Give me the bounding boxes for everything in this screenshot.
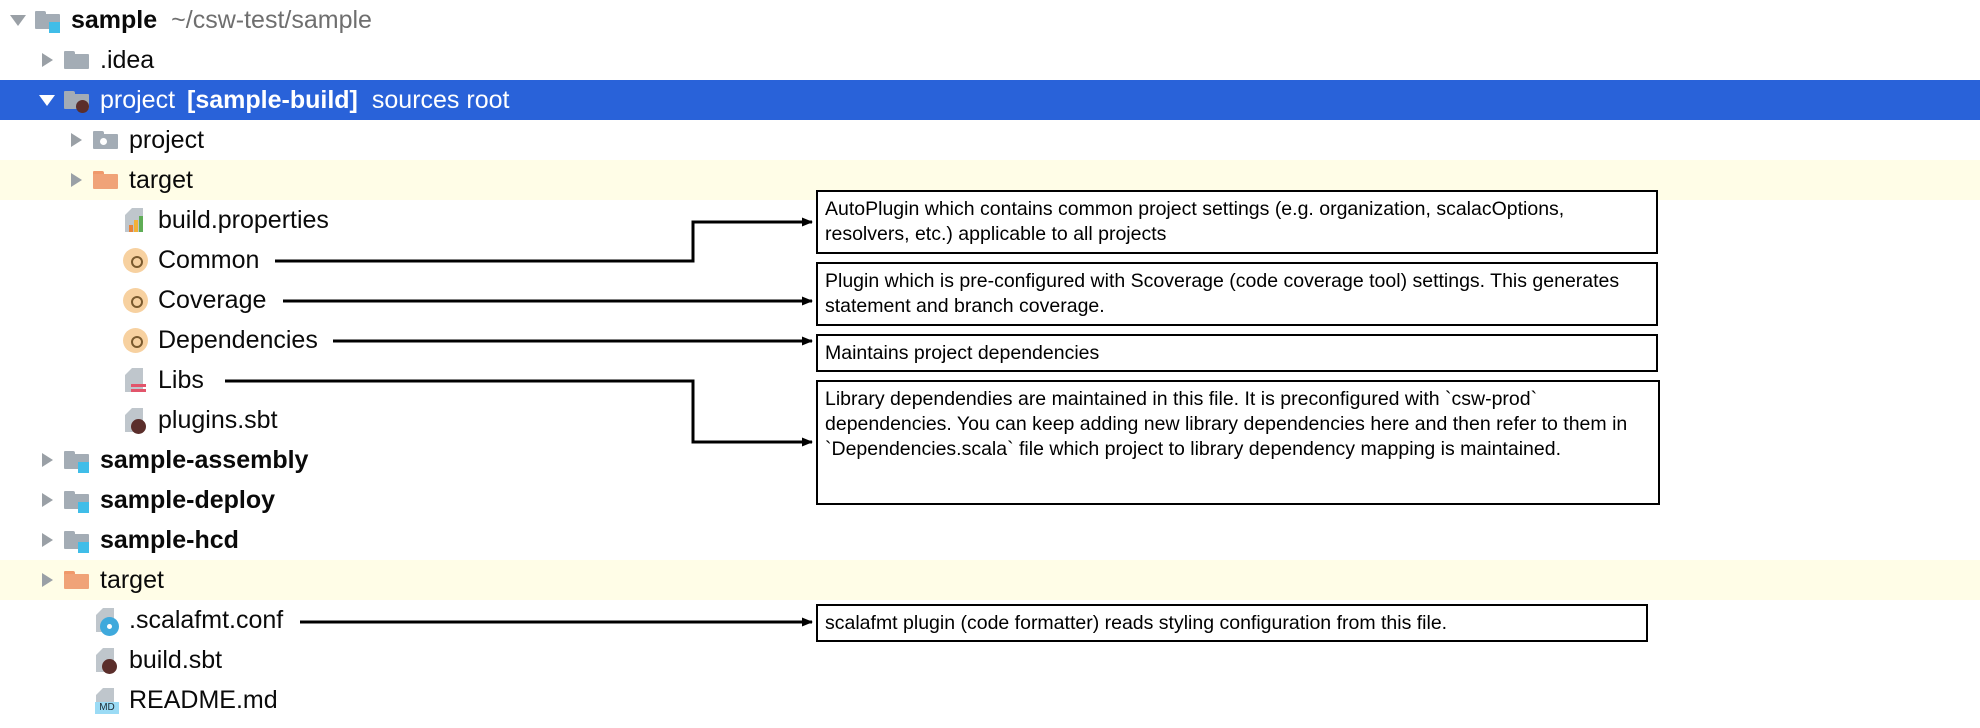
tree-row-sample-assembly[interactable]: sample-assembly — [0, 440, 1980, 480]
folder-module-icon — [63, 445, 93, 475]
tree-arrow-placeholder — [95, 320, 121, 360]
tree-arrow-placeholder — [66, 680, 92, 720]
folder-excluded-icon — [63, 565, 93, 595]
tree-row-sample-hcd[interactable]: sample-hcd — [0, 520, 1980, 560]
scala-object-icon — [121, 325, 151, 355]
tree-arrow-placeholder — [95, 200, 121, 240]
scala-object-icon — [121, 245, 151, 275]
annotation-box-libs: Library dependendies are maintained in t… — [816, 380, 1660, 505]
sources-root-label: sources root — [371, 85, 510, 114]
tree-arrow-placeholder — [95, 400, 121, 440]
folder-module-icon — [63, 485, 93, 515]
folder-icon — [63, 45, 93, 75]
tree-row-common[interactable]: Common — [0, 240, 1980, 280]
chevron-right-icon[interactable] — [37, 560, 63, 600]
sbt-file-icon — [92, 645, 122, 675]
folder-module-icon — [34, 5, 64, 35]
tree-arrow-placeholder — [95, 280, 121, 320]
chevron-right-icon[interactable] — [37, 480, 63, 520]
chevron-down-icon[interactable] — [8, 0, 34, 40]
tree-row-project-project[interactable]: project — [0, 120, 1980, 160]
scala-libs-file-icon — [121, 365, 151, 395]
tree-row-root-target[interactable]: target — [0, 560, 1980, 600]
tree-row-label: build.sbt — [129, 645, 223, 674]
tree-arrow-placeholder — [95, 360, 121, 400]
folder-sbt-icon — [63, 85, 93, 115]
folder-module-icon — [63, 525, 93, 555]
tree-row-label: sample-hcd — [100, 525, 239, 554]
annotation-box-dependencies: Maintains project dependencies — [816, 334, 1658, 372]
annotation-box-common: AutoPlugin which contains common project… — [816, 190, 1658, 254]
tree-row-label: target — [100, 565, 164, 594]
tree-row-label: sample-deploy — [100, 485, 276, 514]
tree-row-libs[interactable]: Libs — [0, 360, 1980, 400]
chevron-right-icon[interactable] — [66, 120, 92, 160]
tree-row-label: README.md — [129, 685, 278, 714]
tree-row-sample-deploy[interactable]: sample-deploy — [0, 480, 1980, 520]
tree-row-label: project — [129, 125, 205, 154]
tree-row-label: .scalafmt.conf — [129, 605, 284, 634]
tree-row-project[interactable]: project [sample-build] sources root — [0, 80, 1980, 120]
tree-row-dependencies[interactable]: Dependencies — [0, 320, 1980, 360]
tree-row-build-sbt[interactable]: build.sbt — [0, 640, 1980, 680]
conf-file-icon — [92, 605, 122, 635]
module-badge: [sample-build] — [187, 85, 358, 114]
tree-row-label: Common — [158, 245, 260, 274]
chevron-right-icon[interactable] — [37, 40, 63, 80]
tree-row-label: Libs — [158, 365, 204, 394]
chevron-right-icon[interactable] — [37, 440, 63, 480]
tree-row-label: target — [129, 165, 193, 194]
tree-row-coverage[interactable]: Coverage — [0, 280, 1980, 320]
tree-row-label: plugins.sbt — [158, 405, 278, 434]
annotation-box-scalafmt: scalafmt plugin (code formatter) reads s… — [816, 604, 1648, 642]
tree-row-label: build.properties — [158, 205, 329, 234]
tree-row-label: sample — [71, 5, 158, 34]
tree-row-scalafmt[interactable]: .scalafmt.conf — [0, 600, 1980, 640]
tree-arrow-placeholder — [95, 240, 121, 280]
tree-row-path: ~/csw-test/sample — [171, 5, 372, 34]
tree-row-label: Dependencies — [158, 325, 318, 354]
tree-row-label: Coverage — [158, 285, 267, 314]
annotation-box-coverage: Plugin which is pre-configured with Scov… — [816, 262, 1658, 326]
tree-row-label: sample-assembly — [100, 445, 309, 474]
tree-row-sample[interactable]: sample ~/csw-test/sample — [0, 0, 1980, 40]
scala-object-icon — [121, 285, 151, 315]
folder-generated-icon — [92, 125, 122, 155]
tree-arrow-placeholder — [66, 640, 92, 680]
markdown-file-icon: MD — [92, 685, 122, 715]
chevron-right-icon[interactable] — [37, 520, 63, 560]
tree-arrow-placeholder — [66, 600, 92, 640]
tree-row-label: .idea — [100, 45, 155, 74]
tree-row-label: project — [100, 85, 176, 114]
tree-row-build-properties[interactable]: build.properties — [0, 200, 1980, 240]
properties-file-icon — [121, 205, 151, 235]
tree-row-idea[interactable]: .idea — [0, 40, 1980, 80]
chevron-down-icon[interactable] — [37, 80, 63, 120]
folder-excluded-icon — [92, 165, 122, 195]
sbt-file-icon — [121, 405, 151, 435]
chevron-right-icon[interactable] — [66, 160, 92, 200]
